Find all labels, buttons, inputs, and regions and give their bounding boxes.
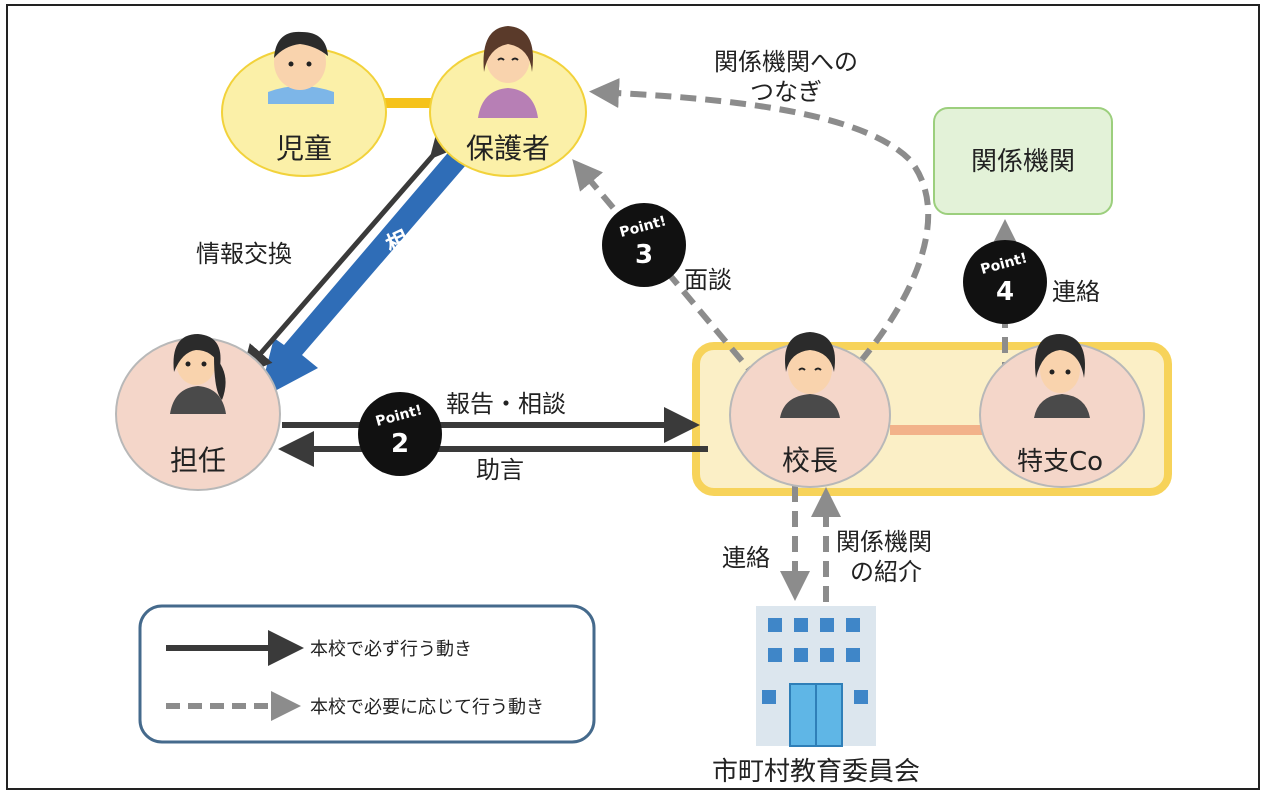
child-label: 児童 xyxy=(276,132,332,165)
legend-solid-label: 本校で必ず行う動き xyxy=(310,639,472,660)
info-exchange-arrow xyxy=(241,127,461,376)
agency-link-label-2: つなぎ xyxy=(750,78,822,106)
info-exchange-label: 情報交換 xyxy=(196,240,292,268)
point-4-badge: Point! 4 xyxy=(963,240,1047,324)
contact-agency-label: 連絡 xyxy=(1052,278,1100,306)
legend-box xyxy=(138,604,596,744)
board-label: 市町村教育委員会 xyxy=(712,757,920,787)
principal-avatar xyxy=(780,332,840,418)
svg-text:3: 3 xyxy=(635,240,653,270)
consult-label: 相談 xyxy=(379,226,422,278)
coordinator-label: 特支Co xyxy=(1017,447,1103,477)
homeroom-label: 担任 xyxy=(170,444,226,477)
agency-link-label-1: 関係機関への xyxy=(714,48,858,76)
agency-label: 関係機関 xyxy=(971,147,1075,177)
agency-link-arrow xyxy=(589,78,932,364)
consult-arrow xyxy=(258,148,472,400)
board-building-icon xyxy=(756,606,876,747)
svg-text:2: 2 xyxy=(391,429,409,459)
guardian-label: 保護者 xyxy=(466,132,550,165)
report-consult-label: 報告・相談 xyxy=(446,390,566,418)
legend-dashed-label: 本校で必要に応じて行う動き xyxy=(310,697,544,718)
point-3-badge: Point! 3 xyxy=(602,203,686,287)
principal-label: 校長 xyxy=(782,444,838,477)
guardian-avatar xyxy=(478,26,538,118)
svg-text:4: 4 xyxy=(996,277,1014,307)
introduce-agency-label-1: 関係機関 xyxy=(836,528,932,556)
diagram-frame xyxy=(6,4,1260,790)
introduce-agency-label-2: の紹介 xyxy=(850,558,922,586)
contact-board-label: 連絡 xyxy=(722,544,770,572)
interview-label: 面談 xyxy=(684,266,732,294)
advice-label: 助言 xyxy=(476,456,524,484)
coordinator-avatar xyxy=(1034,334,1090,418)
agency-node xyxy=(933,107,1113,215)
point-2-badge: Point! 2 xyxy=(358,392,442,476)
child-avatar xyxy=(268,31,334,104)
homeroom-avatar xyxy=(170,334,226,414)
